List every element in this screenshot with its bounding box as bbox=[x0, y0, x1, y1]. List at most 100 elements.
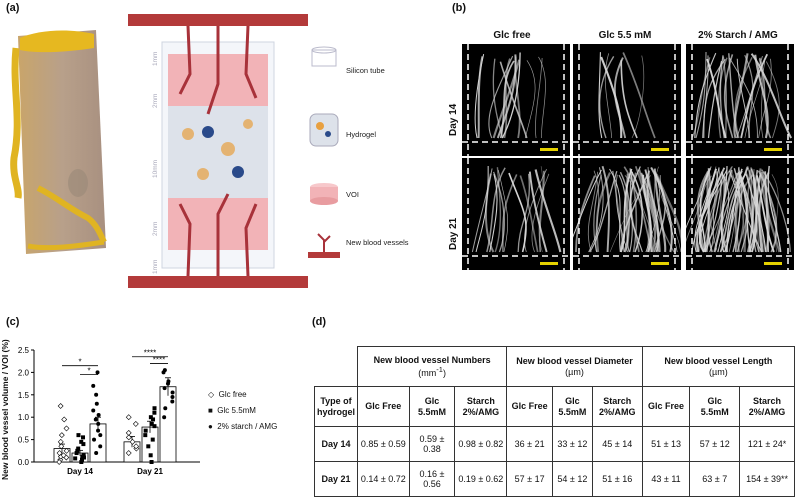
data-point bbox=[133, 443, 140, 450]
data-point bbox=[94, 401, 99, 406]
y-tick-label: 2.5 bbox=[18, 346, 30, 355]
y-tick-label: 1.5 bbox=[18, 391, 30, 400]
vessel-trace bbox=[706, 58, 727, 139]
data-point bbox=[152, 406, 157, 411]
row-header-day-14: Day 14 bbox=[448, 103, 459, 136]
data-point bbox=[170, 390, 175, 395]
data-point bbox=[132, 420, 139, 427]
vessel-trace bbox=[758, 57, 772, 139]
significance-label: **** bbox=[153, 355, 165, 364]
table-row: Day 14 0.85 ± 0.59 0.59 ± 0.38 0.98 ± 0.… bbox=[314, 426, 795, 462]
data-point bbox=[148, 415, 153, 420]
data-point bbox=[60, 452, 67, 459]
data-point bbox=[61, 416, 68, 423]
subheader-glc-free: Glc Free bbox=[641, 386, 691, 427]
data-point bbox=[163, 406, 168, 411]
hydrogel-region bbox=[168, 106, 268, 198]
data-point bbox=[170, 399, 175, 404]
panel-label-c: (c) bbox=[6, 316, 20, 328]
vessel-trace bbox=[733, 53, 749, 139]
table-cell: 43 ± 11 bbox=[641, 461, 691, 497]
data-point bbox=[95, 370, 100, 375]
vessel-trace bbox=[475, 166, 489, 253]
dim-label-1mm-top: 1mm bbox=[152, 51, 159, 66]
vessel-trace bbox=[501, 52, 521, 139]
subheader-glc-5-5: Glc 5.5mM bbox=[689, 386, 741, 427]
vessel-trace bbox=[729, 57, 758, 139]
legend-label-glc-free: Glc free bbox=[218, 390, 247, 399]
data-point bbox=[143, 428, 148, 433]
data-point bbox=[149, 421, 154, 426]
vessel-trace bbox=[499, 61, 528, 139]
legend-new-blood-vessels: New blood vessels bbox=[346, 238, 409, 247]
data-point bbox=[58, 432, 65, 439]
vessel-trace bbox=[737, 171, 752, 253]
significance-label: **** bbox=[144, 349, 156, 358]
legend-item-glc-5-5: ■ Glc 5.5mM bbox=[208, 406, 256, 415]
data-point bbox=[81, 442, 86, 447]
panel-label-d: (d) bbox=[312, 316, 327, 328]
voi-icon bbox=[310, 183, 338, 205]
scale-bar bbox=[651, 262, 669, 265]
table-cell: 0.85 ± 0.59 bbox=[357, 426, 410, 462]
vessel-trace bbox=[492, 59, 521, 139]
table-cell: 51 ± 16 bbox=[591, 461, 643, 497]
subheader-starch: Starch 2%/AMG bbox=[454, 386, 508, 427]
blood-vessel-icon bbox=[308, 233, 340, 258]
data-point bbox=[146, 444, 151, 449]
vessel-trace bbox=[744, 60, 766, 139]
table-cell: 54 ± 12 bbox=[551, 461, 593, 497]
scale-bar bbox=[540, 262, 558, 265]
table-cell: 121 ± 24* bbox=[739, 426, 795, 462]
vessel-trace bbox=[508, 172, 527, 253]
data-point bbox=[148, 453, 153, 458]
data-point bbox=[94, 451, 99, 456]
chamber-schematic bbox=[128, 14, 308, 288]
vessel-trace bbox=[599, 56, 615, 139]
table-cell: 45 ± 14 bbox=[591, 426, 643, 462]
legend-item-glc-free: ◇ Glc free bbox=[208, 390, 247, 399]
group-header-numbers: New blood vessel Numbers(mm-1) bbox=[356, 346, 508, 387]
data-point bbox=[63, 425, 70, 432]
data-point bbox=[75, 448, 80, 453]
data-point bbox=[129, 438, 136, 445]
vessel-trace bbox=[622, 52, 656, 139]
scale-bar bbox=[540, 148, 558, 151]
vessel-trace bbox=[629, 168, 638, 253]
table-row: Day 21 0.14 ± 0.72 0.16 ± 0.56 0.19 ± 0.… bbox=[314, 461, 795, 497]
vessel-trace bbox=[604, 53, 613, 139]
vessel-trace bbox=[498, 169, 508, 253]
vessel-trace bbox=[695, 167, 726, 253]
scale-bar bbox=[764, 148, 782, 151]
data-point bbox=[79, 460, 84, 464]
vessel-trace bbox=[619, 171, 631, 253]
legend-label-glc-5-5: Glc 5.5mM bbox=[217, 406, 256, 415]
data-point bbox=[125, 429, 132, 436]
hydrogel-photo bbox=[10, 30, 107, 254]
row-header-type: Type of hydrogel bbox=[314, 386, 358, 427]
vessel-trace bbox=[488, 55, 514, 139]
row-header-day-21: Day 21 bbox=[448, 217, 459, 250]
x-tick-label: Day 21 bbox=[137, 467, 163, 476]
vessel-trace bbox=[736, 56, 763, 139]
data-point bbox=[93, 417, 98, 422]
vessel-trace bbox=[528, 171, 548, 253]
vessel-trace bbox=[759, 168, 781, 253]
vessel-trace bbox=[538, 56, 546, 139]
data-point bbox=[74, 451, 79, 456]
vessel-trace bbox=[499, 60, 515, 139]
scale-bar bbox=[764, 262, 782, 265]
micrograph-day21-col2 bbox=[573, 158, 681, 270]
vessel-trace bbox=[535, 58, 543, 139]
micrograph-day14-col2 bbox=[573, 44, 681, 156]
y-tick-label: 1.0 bbox=[18, 413, 30, 422]
vessel-trace bbox=[598, 52, 603, 139]
vessel-trace bbox=[501, 174, 518, 253]
subheader-starch: Starch 2%/AMG bbox=[739, 386, 795, 427]
table-cell: 57 ± 17 bbox=[506, 461, 553, 497]
table-corner bbox=[314, 346, 358, 387]
data-point bbox=[91, 408, 96, 413]
group-header-diameter: New blood vessel Diameter(µm) bbox=[506, 346, 643, 387]
data-point bbox=[79, 457, 84, 462]
data-point bbox=[92, 437, 97, 442]
